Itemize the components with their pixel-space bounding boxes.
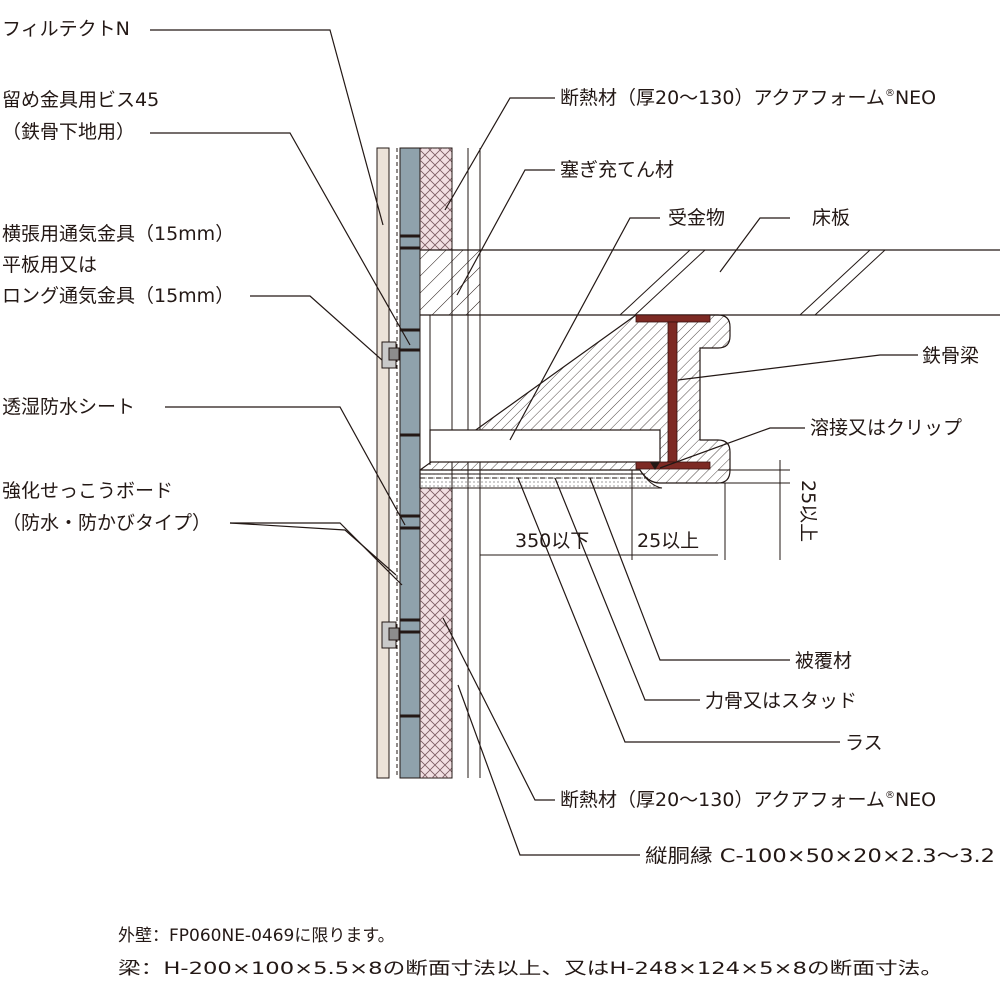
label-board-line1: 強化せっこうボード — [2, 480, 173, 502]
label-filtect: フィルテクトN — [2, 18, 130, 40]
dim-25-vertical: 25以上 — [797, 480, 819, 542]
note-beam: 梁：H-200×100×5.5×8の断面寸法以上、又はH-248×124×5×8… — [118, 959, 943, 979]
cover-underside — [419, 469, 663, 489]
dim-25-horizontal: 25以上 — [637, 530, 699, 552]
vent-bracket-upper — [381, 341, 400, 369]
floor-slab — [419, 249, 1000, 316]
insulation-lower-hatch — [420, 488, 452, 778]
label-floor: 床板 — [812, 207, 850, 229]
label-vent-line1: 横張用通気金具（15mm） — [2, 223, 234, 245]
receiver-bracket — [429, 429, 661, 463]
label-vent-line2: 平板用又は — [2, 254, 97, 276]
gypsum-board — [399, 147, 421, 779]
dim-350: 350以下 — [515, 530, 589, 552]
siding-panel — [376, 147, 390, 779]
label-weld: 溶接又はクリップ — [810, 417, 962, 439]
weld-mark — [650, 462, 660, 470]
label-receiver: 受金物 — [668, 207, 725, 229]
label-filler: 塞ぎ充てん材 — [560, 159, 674, 181]
label-screw-line1: 留め金具用ビス45 — [2, 89, 159, 111]
dimensions: 350以下 25以上 25以上 — [480, 460, 819, 560]
leader-lines — [150, 29, 918, 856]
steel-beam-assembly — [419, 314, 731, 489]
label-insulation-top: 断熱材（厚20～130）アクアフォーム®NEO — [560, 87, 936, 109]
notes: 外壁：FP060NE-0469に限ります。 梁：H-200×100×5.5×8の… — [118, 926, 943, 979]
label-lath: ラス — [845, 732, 883, 754]
h-beam — [635, 314, 711, 470]
label-cover: 被覆材 — [795, 650, 852, 672]
label-board-line2: （防水・防かびタイプ） — [2, 512, 211, 534]
labels: フィルテクトN 留め金具用ビス45 （鉄骨下地用） 横張用通気金具（15mm） … — [2, 18, 995, 867]
label-furring: 縦胴縁 C-100×50×20×2.3～3.2 — [645, 845, 995, 867]
fasteners — [381, 234, 420, 718]
note-exterior-wall: 外壁：FP060NE-0469に限ります。 — [118, 926, 395, 946]
label-beam: 鉄骨梁 — [922, 345, 979, 367]
label-vent-line3: ロング通気金具（15mm） — [2, 285, 234, 307]
filler-hatch — [419, 249, 481, 316]
label-insulation-bottom: 断熱材（厚20～130）アクアフォーム®NEO — [560, 789, 936, 811]
label-stud: 力骨又はスタッド — [705, 690, 857, 712]
label-sheet: 透湿防水シート — [2, 396, 135, 418]
vent-bracket-lower — [381, 621, 400, 649]
label-screw-line2: （鉄骨下地用） — [2, 121, 135, 143]
insulation-upper-hatch — [420, 148, 452, 250]
